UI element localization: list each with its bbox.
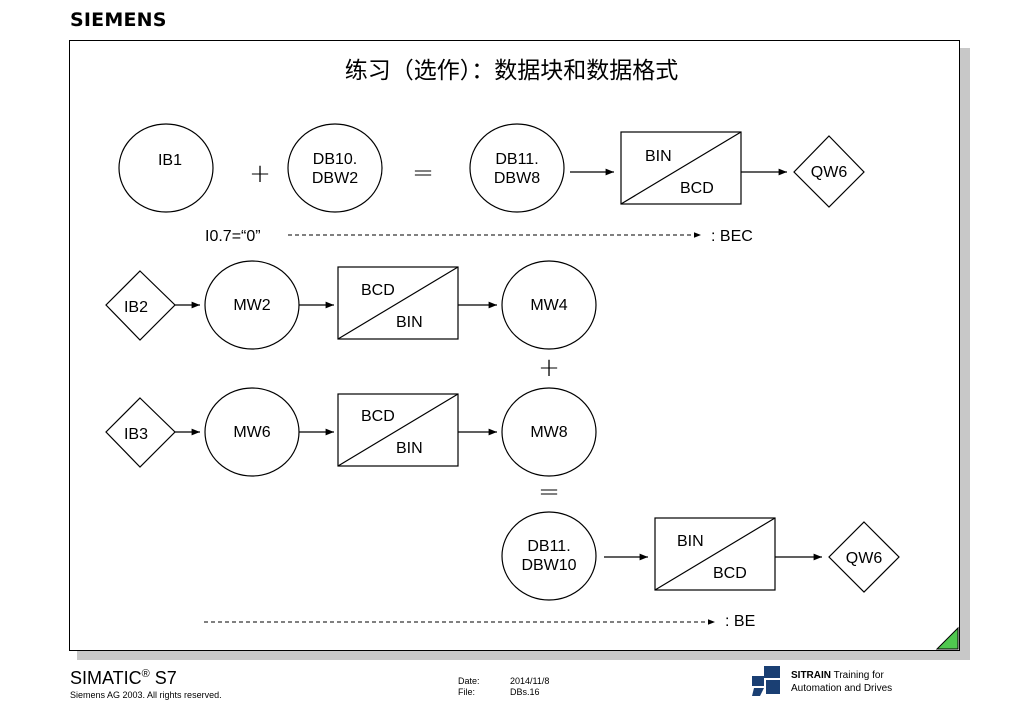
corner-fold-icon	[935, 626, 959, 650]
bcd-bin-converter-2	[337, 393, 459, 467]
mw2-label: MW2	[233, 297, 270, 314]
mw8-label: MW8	[530, 424, 567, 441]
sitrain-tagline: SITRAIN Training for Automation and Driv…	[791, 670, 893, 694]
converter-2-top: BCD	[361, 282, 395, 299]
equals-operator: =	[412, 158, 434, 188]
db10-label-line2: DBW2	[312, 170, 358, 187]
db11-label-line1: DB11.	[495, 151, 538, 168]
bec-condition: I0.7=“0”	[205, 228, 261, 245]
slide-panel	[69, 40, 960, 651]
db10-dbw2-circle	[287, 123, 383, 213]
ib3-input-diamond	[105, 397, 176, 468]
file-value: DBs.16	[510, 687, 540, 697]
date-value: 2014/11/8	[510, 676, 550, 686]
mw8-circle	[501, 387, 597, 477]
file-label: File:	[458, 687, 476, 697]
converter-4-bottom: BCD	[713, 565, 747, 582]
converter-3-diagonal	[337, 393, 459, 467]
qw6-label-2: QW6	[846, 550, 883, 567]
ib1-circle	[118, 123, 214, 213]
converter-1-diagonal	[620, 131, 742, 205]
be-target: : BE	[725, 613, 755, 630]
qw6-label: QW6	[811, 164, 848, 181]
sitrain-logo-icon	[752, 666, 780, 696]
db11-dbw10-line2: DBW10	[521, 557, 576, 574]
converter-2-bottom: BIN	[396, 314, 423, 331]
plus-operator-2: +	[538, 353, 560, 383]
db11-label-line2: DBW8	[494, 170, 540, 187]
date-label: Date:	[458, 676, 480, 686]
bin-bcd-converter-2	[654, 517, 776, 591]
db10-label-line1: DB10.	[313, 151, 357, 168]
ib1-label: IB1	[158, 152, 182, 169]
db11-dbw8-circle	[469, 123, 565, 213]
converter-4-diagonal	[654, 517, 776, 591]
mw4-label: MW4	[530, 297, 567, 314]
converter-3-top: BCD	[361, 408, 395, 425]
copyright-text: Siemens AG 2003. All rights reserved.	[70, 690, 222, 700]
mw6-label: MW6	[233, 424, 270, 441]
equals-operator-2: =	[538, 477, 560, 507]
converter-1-bottom: BCD	[680, 180, 714, 197]
converter-4-top: BIN	[677, 533, 704, 550]
siemens-logo: SIEMENS	[70, 9, 167, 31]
mw4-circle	[501, 260, 597, 350]
bin-bcd-converter-1	[620, 131, 742, 205]
converter-2-diagonal	[337, 266, 459, 340]
plus-operator: +	[249, 159, 271, 189]
db11-dbw10-circle	[501, 511, 597, 601]
db11-dbw10-line1: DB11.	[527, 538, 570, 555]
converter-1-top: BIN	[645, 148, 672, 165]
converter-3-bottom: BIN	[396, 440, 423, 457]
qw6-output-diamond	[793, 135, 865, 208]
ib2-label: IB2	[124, 299, 148, 316]
slide-title: 练习（选作）：数据块和数据格式	[344, 58, 679, 84]
product-name: SIMATIC® S7	[70, 668, 177, 688]
qw6-output-diamond-2	[828, 521, 900, 593]
ib3-label: IB3	[124, 426, 148, 443]
ib2-input-diamond	[105, 270, 176, 341]
bcd-bin-converter-1	[337, 266, 459, 340]
bec-target: : BEC	[711, 228, 753, 245]
